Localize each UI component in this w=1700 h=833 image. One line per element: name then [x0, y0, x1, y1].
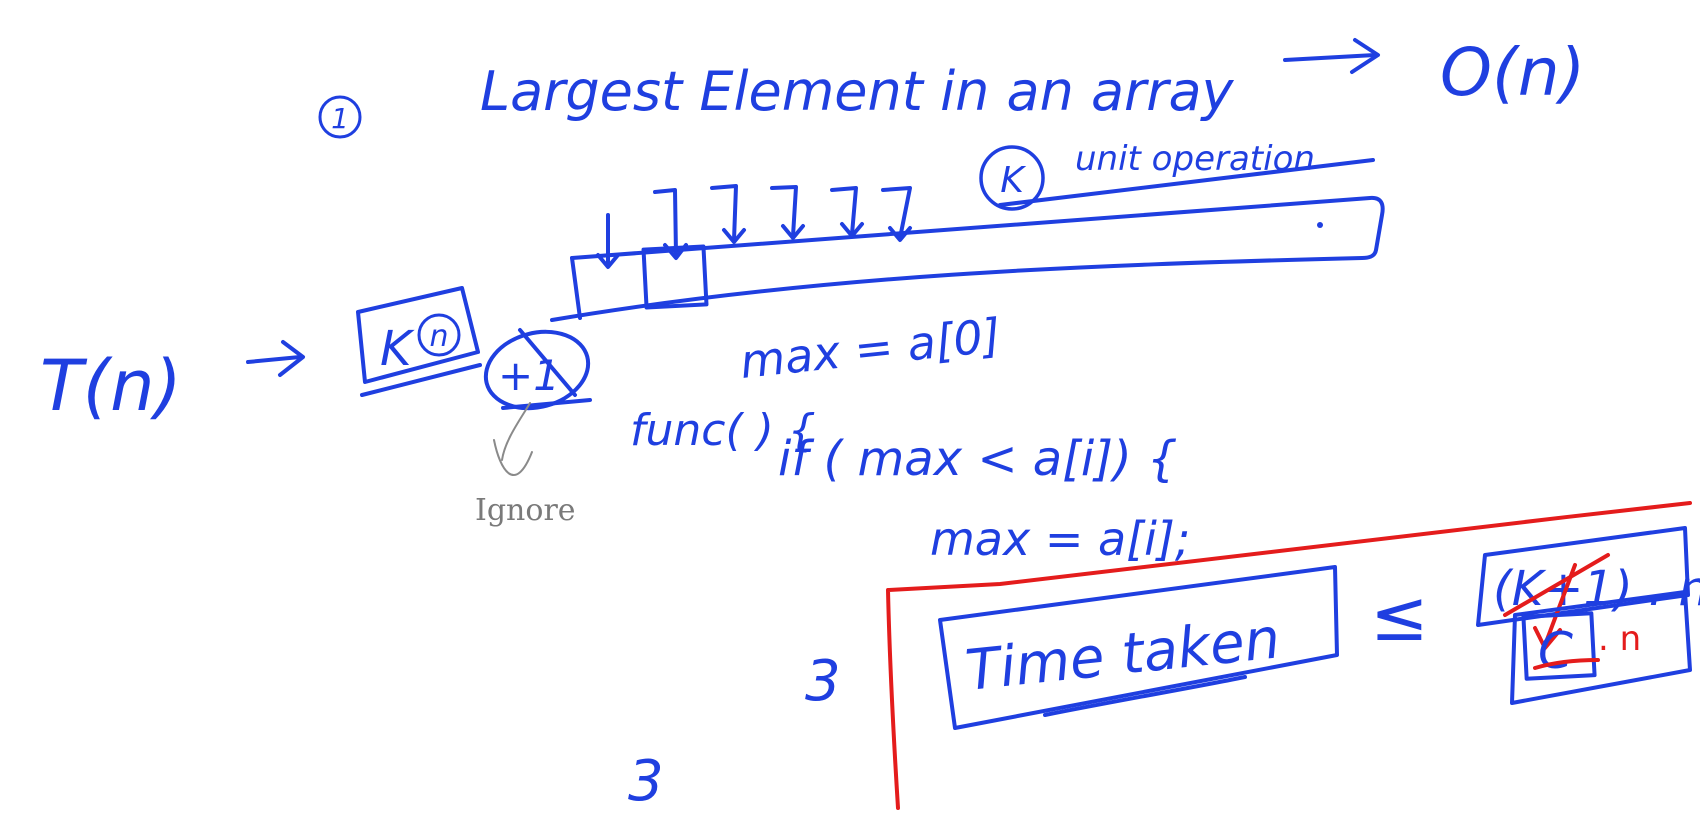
unit-operation-underline — [998, 158, 1375, 207]
time-taken-text: Time taken — [963, 606, 1283, 704]
ignore-text: Ignore — [475, 493, 576, 528]
kn-box: K n — [356, 286, 482, 397]
k-circle-text: K — [1000, 160, 1026, 201]
c-text: C — [1538, 622, 1573, 680]
arrow-to-complexity — [1283, 38, 1380, 74]
k-circle: K — [979, 145, 1045, 211]
ignore-arrow — [493, 402, 533, 476]
array-strip — [550, 195, 1385, 322]
recurrence-arrow — [246, 340, 305, 377]
number-three-b: 3 — [628, 749, 664, 814]
complexity-text: O(n) — [1440, 34, 1585, 111]
code-assign-text: max = a[i]; — [930, 512, 1190, 566]
code-if-text: if ( max < a[i]) { — [778, 431, 1178, 487]
code-func-text: func( ) { — [630, 405, 816, 456]
leq-symbol: ≤ — [1370, 575, 1429, 657]
item-number-text: 1 — [331, 102, 349, 135]
pointer-arrows — [596, 184, 912, 269]
recurrence-lhs-text: T(n) — [40, 345, 182, 427]
time-taken-box: Time taken — [938, 565, 1339, 730]
c-suffix-text: . n — [1598, 619, 1641, 659]
code-init-text: max = a[0] — [738, 308, 1004, 389]
item-number: 1 — [318, 95, 362, 139]
kn-box-n-text: n — [429, 319, 448, 354]
number-three-a: 3 — [805, 649, 841, 714]
red-enclosure — [886, 501, 1692, 810]
title-text: Largest Element in an array — [480, 60, 1235, 123]
plus-one-crossed: +1 — [483, 328, 592, 411]
bound-box: (K+1) . n — [1476, 526, 1700, 650]
kn-box-k-text: K — [380, 321, 415, 377]
plus-one-text: +1 — [498, 351, 560, 400]
bound-expr-text: (K+1) . n — [1493, 561, 1700, 617]
c-box: C . n — [1510, 590, 1692, 705]
